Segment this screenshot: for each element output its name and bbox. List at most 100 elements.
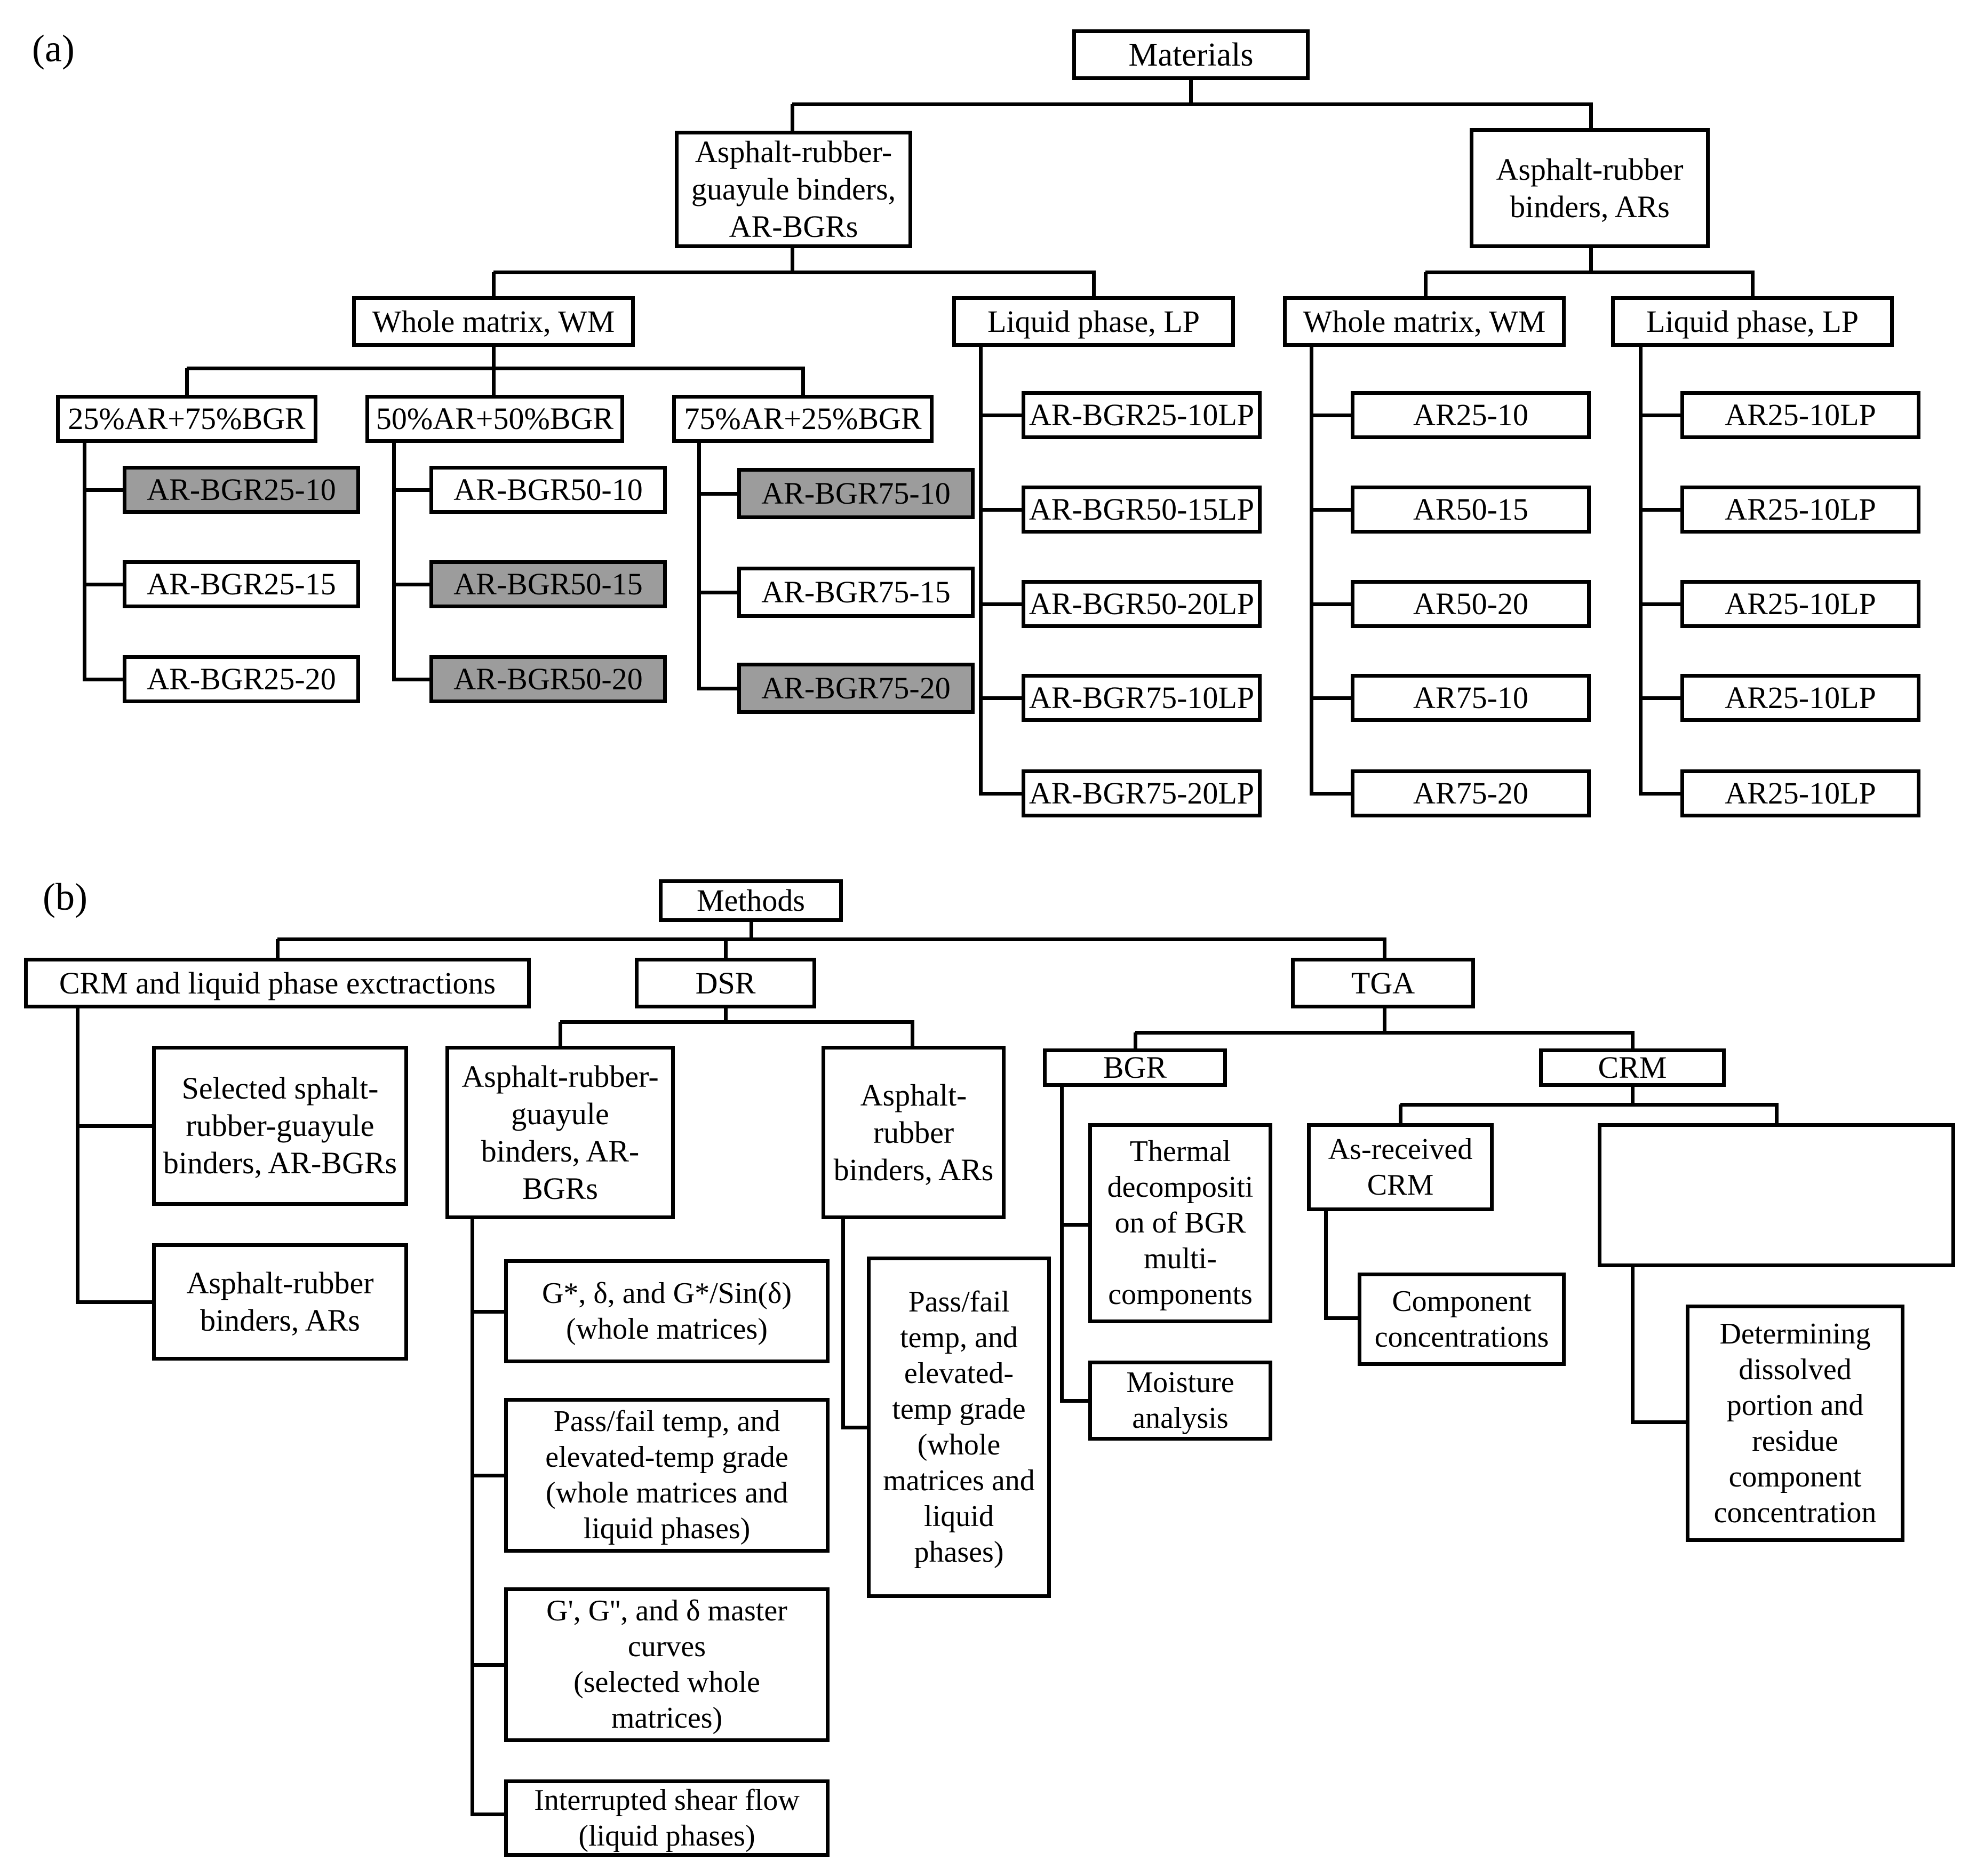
connector-line: [1640, 602, 1683, 606]
node-ar-bgr50-1: AR-BGR50-15: [429, 560, 667, 608]
connector-line: [558, 1022, 562, 1048]
connector-line: [185, 368, 189, 397]
connector-line: [723, 1008, 728, 1024]
connector-line: [792, 102, 1593, 106]
connector-line: [491, 272, 496, 298]
node-ar-bgr75-1: AR-BGR75-15: [737, 567, 975, 618]
node-dsr-arbgr-item-2: G', G'', and δ master curves (selected w…: [504, 1587, 830, 1742]
connector-line: [1311, 602, 1353, 606]
connector-line: [1189, 80, 1193, 106]
connector-line: [1133, 1032, 1137, 1051]
connector-line: [491, 368, 496, 397]
connector-line: [75, 1008, 79, 1304]
connector-line: [277, 937, 1386, 941]
connector-line: [394, 582, 432, 586]
node-arbgr-liquid-phase: Liquid phase, LP: [952, 296, 1235, 347]
connector-line: [1640, 413, 1683, 417]
connector-line: [1589, 104, 1593, 130]
connector-line: [77, 1124, 154, 1128]
connector-line: [699, 491, 739, 496]
connector-line: [910, 1022, 914, 1048]
connector-line: [1382, 1008, 1386, 1035]
node-dsr-ar: Asphalt- rubber binders, ARs: [822, 1046, 1006, 1219]
node-dsr-arbgr-item-1: Pass/fail temp, and elevated-temp grade …: [504, 1398, 830, 1553]
node-ar-wm-3: AR75-10: [1351, 674, 1591, 722]
node-dsr-arbgr: Asphalt-rubber- guayule binders, AR- BGR…: [445, 1046, 675, 1219]
connector-line: [1630, 1267, 1635, 1424]
node-crm-extracted: [1598, 1123, 1955, 1267]
node-methods: Methods: [659, 879, 843, 922]
connector-line: [980, 507, 1024, 512]
connector-line: [394, 677, 432, 681]
connector-line: [1382, 939, 1386, 960]
connector-line: [1632, 1420, 1688, 1424]
connector-line: [470, 1219, 474, 1816]
node-tga-crm: CRM: [1539, 1048, 1726, 1087]
connector-line: [275, 939, 280, 960]
node-blend-75: 75%AR+25%BGR: [672, 395, 934, 443]
node-ar-bgr75-2: AR-BGR75-20: [737, 663, 975, 714]
connector-line: [1630, 1032, 1635, 1051]
node-ar-lp-0: AR25-10LP: [1680, 391, 1920, 439]
connector-line: [980, 791, 1024, 796]
connector-line: [1638, 347, 1643, 796]
connector-line: [472, 1473, 506, 1477]
connector-line: [1062, 1222, 1090, 1227]
connector-line: [1640, 696, 1683, 700]
connector-line: [699, 590, 739, 594]
connector-line: [1311, 413, 1353, 417]
connector-line: [1324, 1211, 1328, 1320]
node-component-concentrations: Component concentrations: [1358, 1273, 1566, 1366]
connector-line: [723, 939, 728, 960]
connector-line: [394, 488, 432, 492]
node-dsr-arbgr-item-3: Interrupted shear flow (liquid phases): [504, 1779, 830, 1857]
node-crm-extractions: CRM and liquid phase exctractions: [24, 958, 531, 1008]
connector-line: [1311, 696, 1353, 700]
node-determining: Determining dissolved portion and residu…: [1686, 1305, 1904, 1542]
node-tga-bgr: BGR: [1043, 1048, 1227, 1087]
node-blend-50: 50%AR+50%BGR: [365, 395, 624, 443]
connector-line: [472, 1309, 506, 1314]
connector-line: [187, 366, 805, 370]
node-ar-binders: Asphalt-rubber binders, ARs: [1470, 128, 1710, 248]
connector-line: [491, 347, 496, 370]
connector-line: [1589, 248, 1593, 274]
connector-line: [84, 582, 125, 586]
node-tga: TGA: [1291, 958, 1475, 1008]
node-bgr-thermal: Thermal decompositi on of BGR multi- com…: [1088, 1123, 1272, 1323]
connector-line: [1062, 1398, 1090, 1403]
connector-line: [472, 1663, 506, 1667]
connector-line: [1311, 791, 1353, 796]
connector-line: [1774, 1104, 1779, 1125]
connector-line: [472, 1812, 506, 1816]
connector-line: [1311, 507, 1353, 512]
node-dsr: DSR: [635, 958, 816, 1008]
connector-line: [392, 443, 396, 681]
node-arbgr-lp-4: AR-BGR75-20LP: [1022, 769, 1262, 817]
connector-line: [980, 413, 1024, 417]
node-crm-ext-ar: Asphalt-rubber binders, ARs: [152, 1243, 408, 1361]
node-dsr-arbgr-item-0: G*, δ, and G*/Sin(δ) (whole matrices): [504, 1259, 830, 1363]
connector-line: [843, 1425, 869, 1429]
node-ar-bgr50-2: AR-BGR50-20: [429, 655, 667, 703]
node-arbgr-lp-3: AR-BGR75-10LP: [1022, 674, 1262, 722]
connector-line: [1091, 272, 1096, 298]
connector-line: [980, 602, 1024, 606]
connector-line: [77, 1300, 154, 1304]
node-ar-lp-3: AR25-10LP: [1680, 674, 1920, 722]
connector-line: [1398, 1104, 1402, 1125]
node-ar-lp-2: AR25-10LP: [1680, 580, 1920, 628]
connector-line: [82, 443, 86, 681]
connector-line: [560, 1020, 914, 1024]
connector-line: [841, 1219, 845, 1429]
connector-line: [493, 270, 1096, 274]
node-arbgr-lp-0: AR-BGR25-10LP: [1022, 391, 1262, 439]
connector-line: [980, 696, 1024, 700]
connector-line: [84, 488, 125, 492]
connector-line: [749, 922, 753, 941]
panel-a-label: (a): [32, 27, 75, 70]
connector-line: [1326, 1316, 1360, 1320]
node-ar-bgr25-2: AR-BGR25-20: [123, 655, 360, 703]
connector-line: [801, 368, 805, 397]
connector-line: [1309, 347, 1313, 796]
